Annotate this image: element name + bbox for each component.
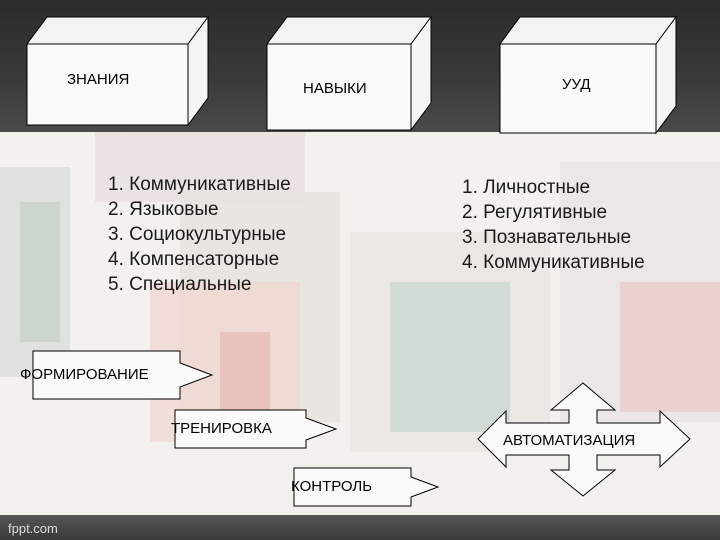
list-item: 2. Языковые <box>108 199 219 220</box>
box-navyki <box>266 15 432 132</box>
box-znaniya <box>26 15 209 127</box>
arrow-formirovanie-label: ФОРМИРОВАНИЕ <box>20 366 149 383</box>
list-item: 3. Познавательные <box>462 227 632 248</box>
box-znaniya-label: ЗНАНИЯ <box>67 71 130 88</box>
list-item: 5. Специальные <box>108 274 252 295</box>
arrow-kontrol-label: КОНТРОЛЬ <box>291 478 373 495</box>
arrow-avtomatizaciya-label: АВТОМАТИЗАЦИЯ <box>503 432 636 449</box>
list-item: 1. Коммуникативные <box>108 174 291 195</box>
list-item: 1. Личностные <box>462 177 591 198</box>
list-item: 2. Регулятивные <box>462 202 608 223</box>
list-knowledge: 1. Коммуникативные 2. Языковые 3. Социок… <box>108 172 291 297</box>
arrow-trenirovka <box>174 409 338 449</box>
footer-band <box>0 515 720 540</box>
background-letter-blocks <box>0 132 720 515</box>
arrow-trenirovka-label: ТРЕНИРОВКА <box>171 420 272 437</box>
footer-watermark: fppt.com <box>8 521 58 536</box>
list-uud: 1. Личностные 2. Регулятивные 3. Познава… <box>462 175 645 275</box>
arrow-kontrol <box>293 467 440 507</box>
box-uud-label: УУД <box>562 76 591 93</box>
arrow-avtomatizaciya <box>477 382 691 497</box>
box-navyki-label: НАВЫКИ <box>303 80 367 97</box>
list-item: 4. Коммуникативные <box>462 252 645 273</box>
box-uud <box>499 15 677 135</box>
list-item: 4. Компенсаторные <box>108 249 280 270</box>
arrow-formirovanie <box>32 350 214 400</box>
list-item: 3. Социокультурные <box>108 224 287 245</box>
